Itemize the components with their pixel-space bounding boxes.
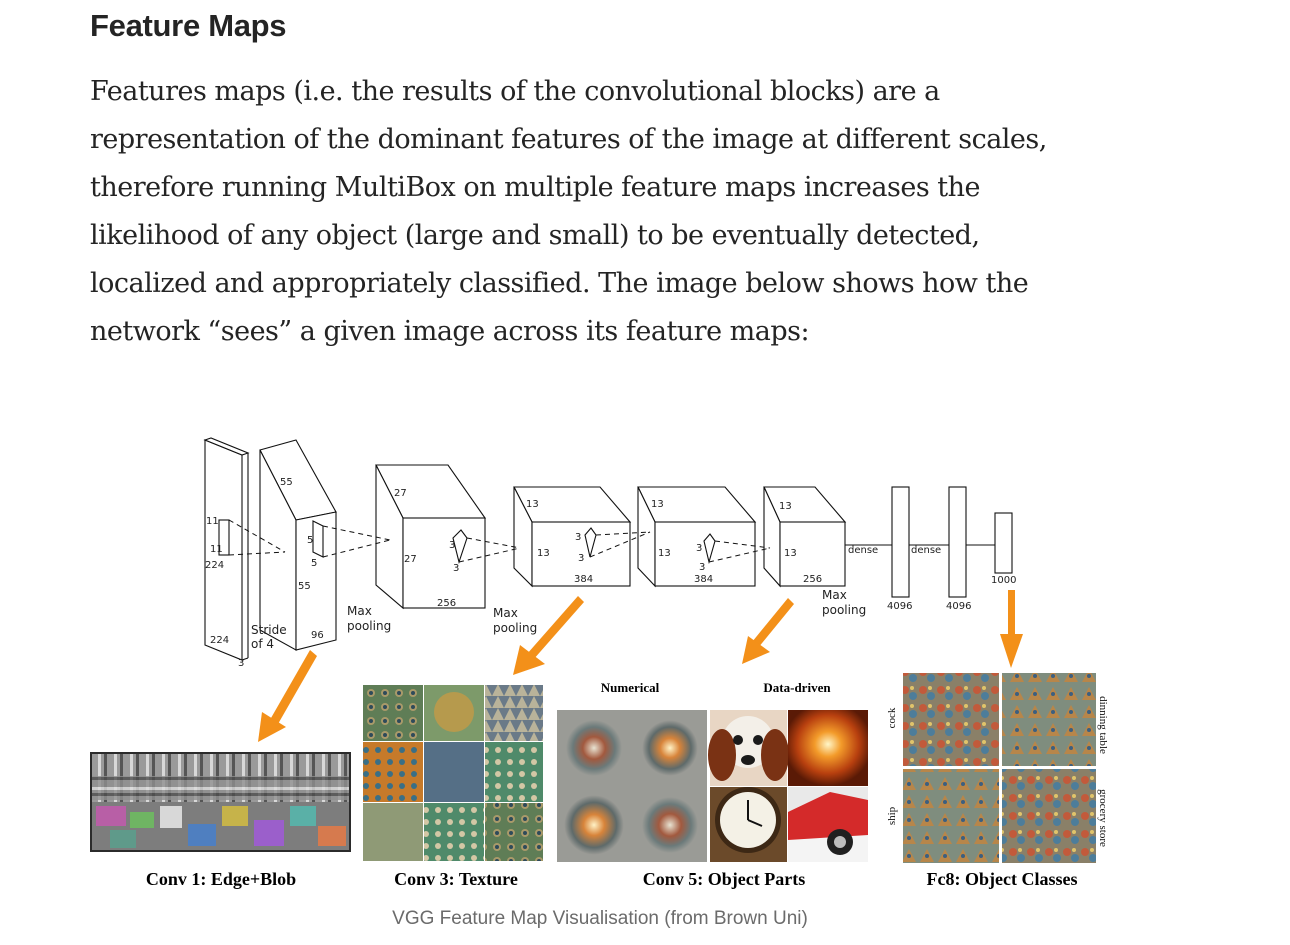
conv5-data-driven-grid xyxy=(708,710,868,862)
max-pooling-label: pooling xyxy=(822,603,866,617)
size-label: 27 xyxy=(404,554,417,565)
fc8-title: Fc8: Object Classes xyxy=(927,869,1078,889)
figure-caption: VGG Feature Map Visualisation (from Brow… xyxy=(392,908,808,929)
arrow-icon xyxy=(258,650,317,742)
body-paragraph: Features maps (i.e. the results of the c… xyxy=(90,76,1047,347)
kernel-label: 3 xyxy=(453,563,459,574)
stride-label: Stride xyxy=(251,623,287,637)
conv3-texture-grid xyxy=(363,685,543,861)
network-diagram xyxy=(203,437,1013,661)
depth-label: 384 xyxy=(694,574,713,585)
max-pooling-label: Max xyxy=(347,604,372,618)
depth-label: 256 xyxy=(437,598,456,609)
numerical-label: Numerical xyxy=(601,680,660,695)
cock-label: cock xyxy=(886,707,898,728)
size-label: 13 xyxy=(784,548,797,559)
max-pooling-label: Max xyxy=(822,588,847,602)
conv3-title: Conv 3: Texture xyxy=(394,869,518,889)
kernel-label: 5 xyxy=(307,535,313,546)
stride-label: of 4 xyxy=(251,637,274,651)
arrow-icon xyxy=(513,596,584,675)
arrow-icon xyxy=(742,598,794,664)
data-driven-label: Data-driven xyxy=(763,680,831,695)
max-pooling-label: pooling xyxy=(493,621,537,635)
kernel-label: 11 xyxy=(210,544,223,555)
size-label: 55 xyxy=(280,477,293,488)
fc-size-label: 4096 xyxy=(946,601,971,612)
size-label: 13 xyxy=(779,501,792,512)
kernel-label: 5 xyxy=(311,558,317,569)
output-size-label: 1000 xyxy=(991,575,1016,586)
arrow-icon xyxy=(1000,590,1023,668)
grocery-store-label: grocery store xyxy=(1097,789,1109,847)
dinning-table-label: dinning table xyxy=(1097,696,1109,754)
size-label: 13 xyxy=(537,548,550,559)
ship-label: ship xyxy=(886,806,898,825)
kernel-label: 3 xyxy=(699,562,705,573)
input-depth-label: 3 xyxy=(238,658,244,669)
kernel-label: 3 xyxy=(449,540,455,551)
vgg-feature-map-figure: 11 11 224 224 3 55 55 5 5 Stride of 4 96… xyxy=(0,380,1290,900)
size-label: 27 xyxy=(394,488,407,499)
conv5-numerical-grid xyxy=(557,710,707,862)
diagram-labels: 11 11 224 224 3 55 55 5 5 Stride of 4 96… xyxy=(205,477,1016,669)
size-label: 13 xyxy=(658,548,671,559)
orange-arrows xyxy=(258,590,1023,742)
depth-label: 384 xyxy=(574,574,593,585)
input-size-label: 224 xyxy=(205,560,224,571)
conv5-title: Conv 5: Object Parts xyxy=(643,869,805,889)
kernel-label: 3 xyxy=(578,553,584,564)
depth-label: 256 xyxy=(803,574,822,585)
fc-size-label: 4096 xyxy=(887,601,912,612)
section-title: Feature Maps xyxy=(90,8,287,43)
figure-svg: 11 11 224 224 3 55 55 5 5 Stride of 4 96… xyxy=(90,437,1109,889)
depth-label: 96 xyxy=(311,630,324,641)
size-label: 13 xyxy=(526,499,539,510)
dense-label: dense xyxy=(911,545,941,556)
size-label: 13 xyxy=(651,499,664,510)
dense-label: dense xyxy=(848,545,878,556)
kernel-label: 3 xyxy=(575,532,581,543)
max-pooling-label: Max xyxy=(493,606,518,620)
input-size-label: 224 xyxy=(210,635,229,646)
kernel-label: 3 xyxy=(696,543,702,554)
size-label: 55 xyxy=(298,581,311,592)
max-pooling-label: pooling xyxy=(347,619,391,633)
conv1-title: Conv 1: Edge+Blob xyxy=(146,869,296,889)
conv1-filter-grid xyxy=(90,752,351,852)
fc8-class-grid xyxy=(903,673,1096,863)
kernel-label: 11 xyxy=(206,516,219,527)
